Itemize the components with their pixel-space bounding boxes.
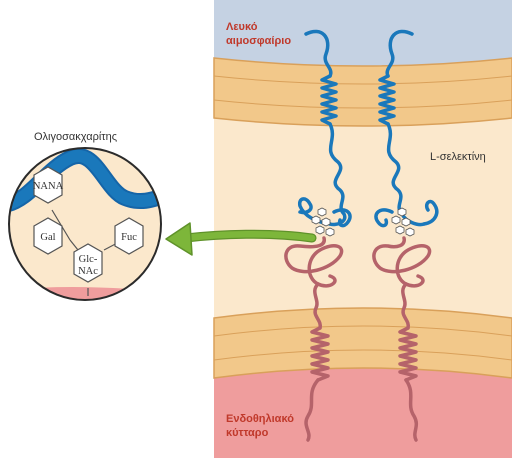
glcnac-label-line1: Glc- — [79, 254, 98, 265]
glcnac-hexagon — [73, 243, 103, 283]
zoom-arrow — [165, 222, 317, 256]
oligosaccharide-zoom: NANA Gal Glc- NAc Fuc — [8, 147, 162, 301]
binding-sugars-left — [311, 207, 335, 237]
endothelial-region — [214, 368, 512, 458]
glcnac-label-line2: NAc — [78, 266, 98, 277]
cell-panel — [213, 0, 512, 458]
endothelial-membrane-inner-bottom — [213, 349, 512, 361]
fuc-label: Fuc — [121, 232, 137, 243]
receptor-right — [372, 236, 432, 442]
receptor-left — [284, 236, 344, 442]
endothelial-label: Ενδοθηλιακό κύτταρο — [226, 412, 294, 440]
nana-hexagon — [33, 166, 63, 204]
leukocyte-membrane-inner-top — [213, 75, 512, 85]
leukocyte-membrane — [213, 57, 512, 127]
zoom-protein-base — [9, 287, 161, 300]
binding-sugars-right — [391, 207, 415, 237]
leukocyte-label-line1: Λευκό — [226, 21, 258, 33]
nana-label: NANA — [33, 181, 64, 192]
leukocyte-region — [214, 0, 512, 66]
leukocyte-membrane-inner-bottom — [213, 99, 512, 109]
endothelial-membrane-inner-top — [213, 325, 512, 337]
endothelial-label-line1: Ενδοθηλιακό — [226, 413, 294, 425]
oligosaccharide-label: Ολιγοσακχαρίτης — [34, 131, 118, 143]
leukocyte-label: Λευκό αιμοσφαίριο — [226, 20, 291, 48]
l-selectin-left — [297, 29, 352, 228]
leukocyte-label-line2: αιμοσφαίριο — [226, 35, 292, 47]
fuc-hexagon — [114, 217, 144, 255]
endothelial-membrane — [213, 307, 512, 379]
zoom-circle-border — [8, 147, 162, 301]
l-selectin-label: L-σελεκτίνη — [430, 151, 486, 163]
endothelial-label-line2: κύτταρο — [226, 427, 269, 439]
gal-hexagon — [33, 217, 63, 255]
gal-label: Gal — [40, 232, 55, 243]
